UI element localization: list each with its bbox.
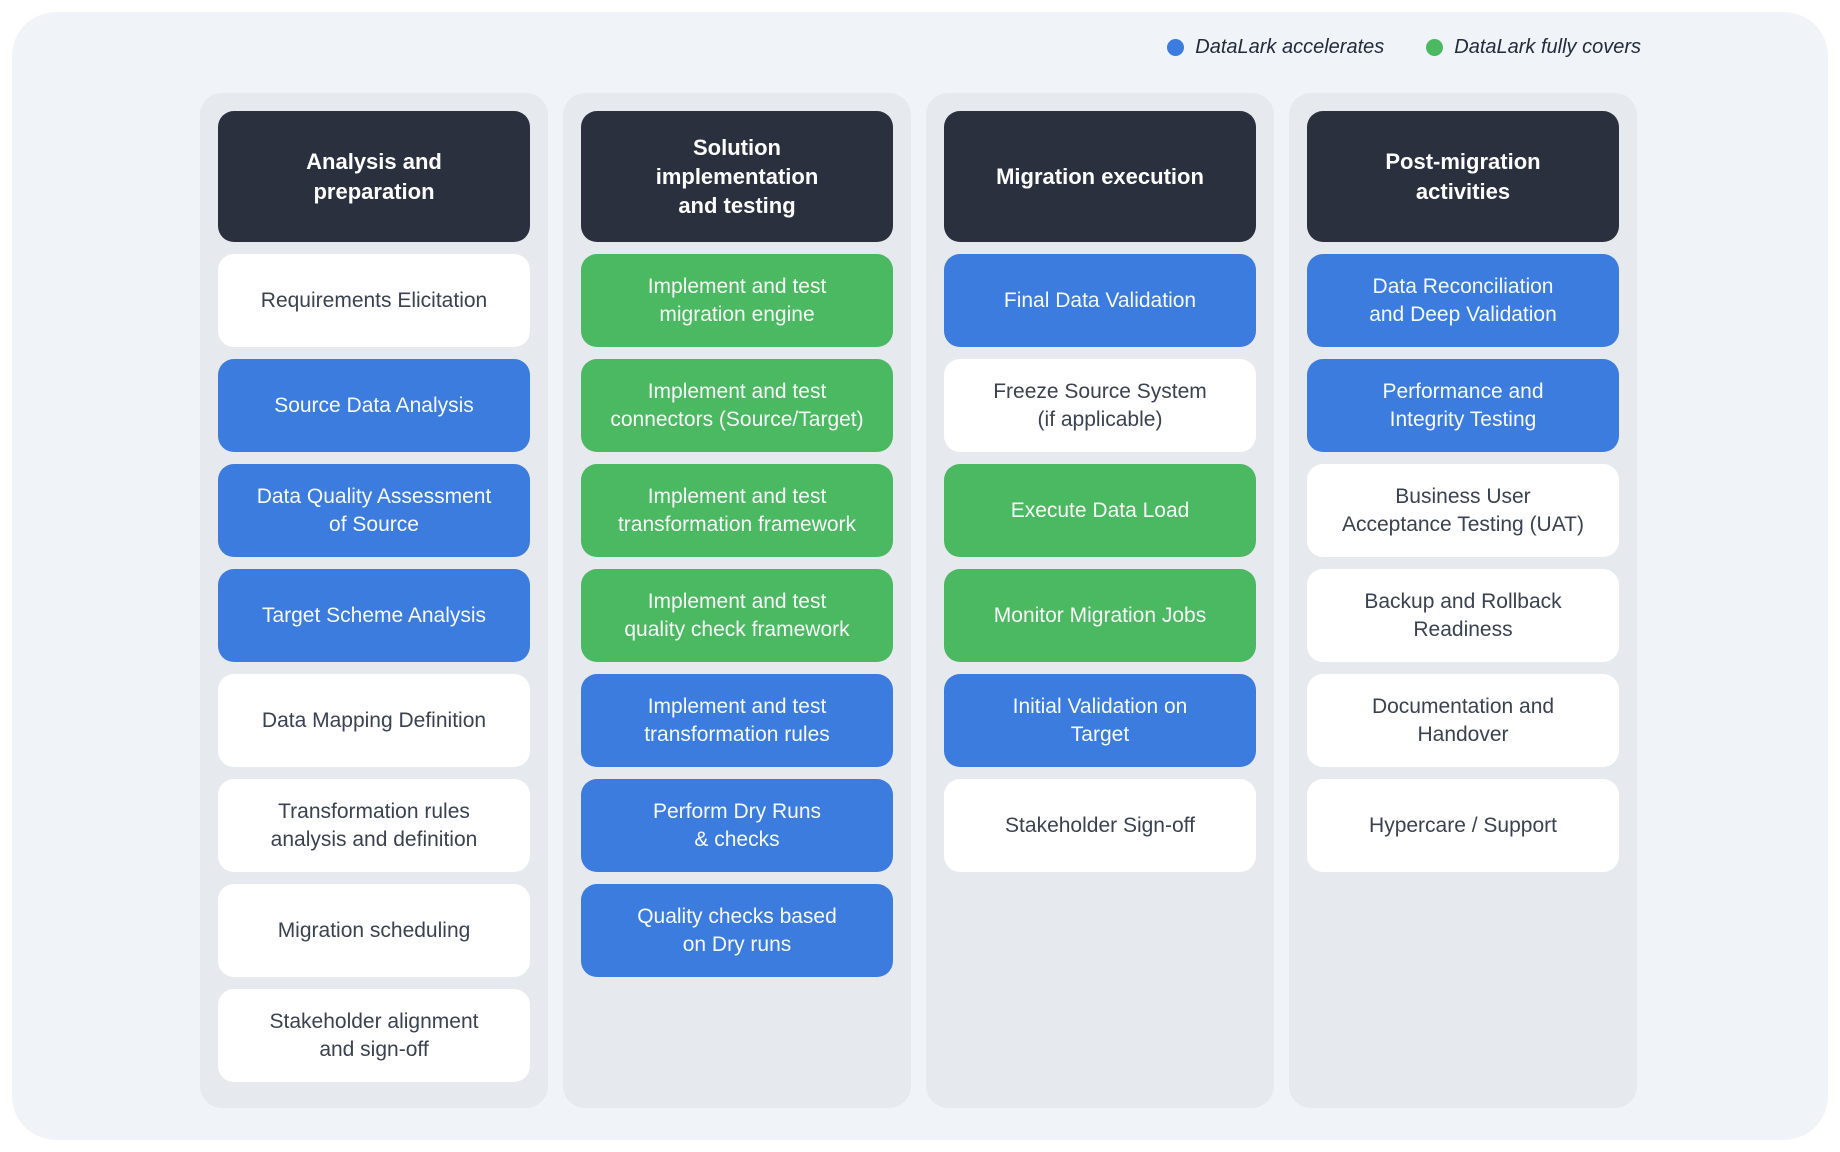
legend-label-accelerates: DataLark accelerates — [1195, 36, 1385, 58]
task-card: Data Quality Assessment of Source — [218, 464, 530, 557]
task-card: Hypercare / Support — [1307, 779, 1619, 872]
fully-covers-dot-icon — [1426, 39, 1444, 56]
task-card: Freeze Source System (if applicable) — [944, 359, 1256, 452]
task-card: Business User Acceptance Testing (UAT) — [1307, 464, 1619, 557]
page-background: DataLark accelerates DataLark fully cove… — [12, 12, 1828, 1140]
task-card: Migration scheduling — [218, 884, 530, 977]
task-card: Implement and test connectors (Source/Ta… — [581, 359, 893, 452]
column-header-solution-implementation-and-testing: Solution implementation and testing — [581, 111, 893, 242]
column-header-post-migration-activities: Post-migration activities — [1307, 111, 1619, 242]
task-card: Performance and Integrity Testing — [1307, 359, 1619, 452]
task-card: Requirements Elicitation — [218, 254, 530, 347]
task-card: Initial Validation on Target — [944, 674, 1256, 767]
task-card: Target Scheme Analysis — [218, 569, 530, 662]
legend-label-fully-covers: DataLark fully covers — [1454, 36, 1641, 58]
task-card: Transformation rules analysis and defini… — [218, 779, 530, 872]
task-card: Final Data Validation — [944, 254, 1256, 347]
task-card: Implement and test quality check framewo… — [581, 569, 893, 662]
task-card: Documentation and Handover — [1307, 674, 1619, 767]
task-card: Source Data Analysis — [218, 359, 530, 452]
task-card: Perform Dry Runs & checks — [581, 779, 893, 872]
task-card: Quality checks based on Dry runs — [581, 884, 893, 977]
legend-item-fully-covers: DataLark fully covers — [1426, 36, 1641, 59]
task-card: Execute Data Load — [944, 464, 1256, 557]
task-card: Data Mapping Definition — [218, 674, 530, 767]
legend-item-accelerates: DataLark accelerates — [1167, 36, 1384, 59]
task-card: Monitor Migration Jobs — [944, 569, 1256, 662]
task-card: Implement and test transformation framew… — [581, 464, 893, 557]
task-card: Data Reconciliation and Deep Validation — [1307, 254, 1619, 347]
task-card: Stakeholder alignment and sign-off — [218, 989, 530, 1082]
task-card: Implement and test migration engine — [581, 254, 893, 347]
column-header-analysis-and-preparation: Analysis and preparation — [218, 111, 530, 242]
task-card: Stakeholder Sign-off — [944, 779, 1256, 872]
task-card: Implement and test transformation rules — [581, 674, 893, 767]
legend: DataLark accelerates DataLark fully cove… — [1167, 36, 1641, 59]
column-header-migration-execution: Migration execution — [944, 111, 1256, 242]
accelerates-dot-icon — [1167, 39, 1185, 56]
task-card: Backup and Rollback Readiness — [1307, 569, 1619, 662]
